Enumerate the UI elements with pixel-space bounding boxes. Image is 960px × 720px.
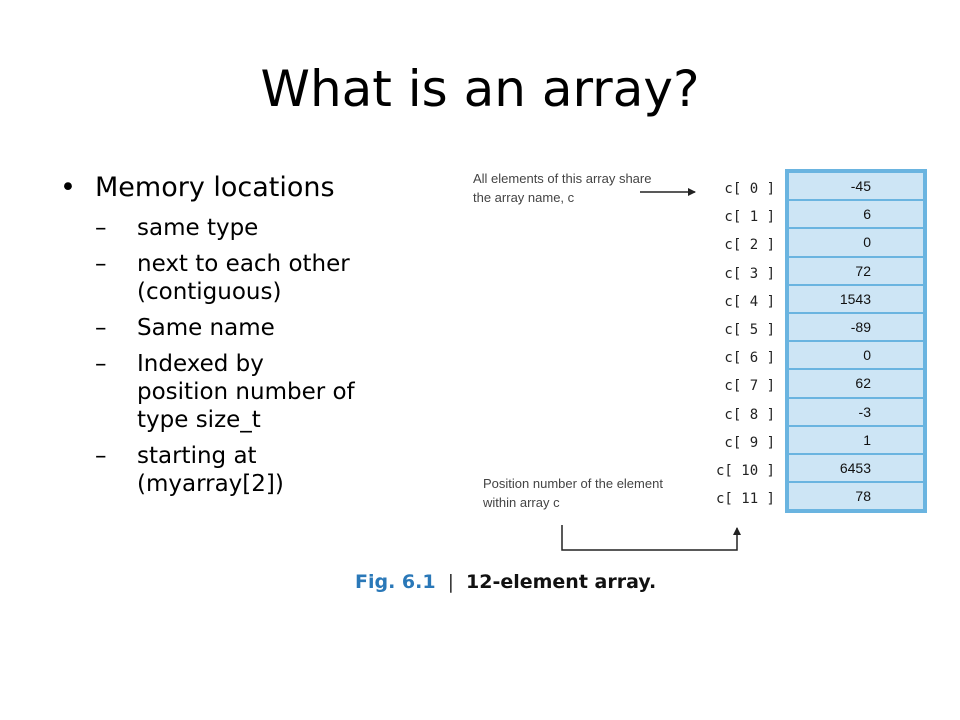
caption-text: 12-element array. [466,571,657,593]
array-cell: 78 [789,483,923,510]
array-index-label: c[ 0 ] [724,181,775,197]
index-labels: c[ 0 ] c[ 1 ] c[ 2 ] c[ 3 ] c[ 4 ] c[ 5 ] c[ 6… [685,175,775,513]
slide-title: What is an array? [260,60,700,118]
sub-bullet-item: starting at (myarray[2]) [95,442,360,498]
array-index-label: c[ 5 ] [724,321,775,338]
array-index-label: c[ 9 ] [724,434,775,451]
caption-separator: | [447,571,454,593]
annotation-arrows [561,188,741,551]
array-cell: 0 [789,229,923,256]
figure-caption: Fig. 6.1 | 12-element array. [355,571,656,593]
array-index-label: c[ 11 ] [715,491,775,508]
array-index-label: c[ 3 ] [724,265,775,282]
array-cell: -3 [789,398,923,425]
array-cell: 1 [789,426,923,453]
array-cell: -89 [789,313,923,341]
array-index-label: c[ 2 ] [724,237,775,254]
array-index-label: c[ 6 ] [724,350,775,367]
bullet-text: Memory locations [95,172,335,203]
array-cell: 62 [789,370,923,397]
bullet-item: Memory locations same type next to each … [60,172,360,498]
figure-number: Fig. 6.1 [355,571,436,593]
array-cell: 6453 [789,454,923,482]
array-index-label: c[ 8 ] [724,406,775,423]
array-name-note: All elements of this array share the arr… [473,171,652,205]
array-index-label: c[ 7 ] [724,378,775,395]
array-cell: 1543 [789,285,923,312]
array-cell: 72 [789,257,923,284]
array-index-label: c[ 1 ] [724,209,775,226]
array-cell: -45 [789,173,923,200]
array-index-label: c[ 4 ] [724,293,775,310]
sub-bullet-list: same type next to each other (contiguous… [95,214,360,498]
array-index-label: c[ 10 ] [715,462,775,479]
bullet-list: Memory locations same type next to each … [60,172,360,506]
position-number-note: Position number of the element within ar… [483,476,663,510]
array-cell: 0 [789,342,923,369]
array-cell: 6 [789,201,923,228]
sub-bullet-item: Indexed by position number of type size_… [95,350,360,434]
position-number-arrow [561,525,741,551]
sub-bullet-item: same type [95,214,360,242]
array-figure: All elements of this array share the arr… [355,160,935,610]
sub-bullet-item: Same name [95,314,360,342]
sub-bullet-item: next to each other (contiguous) [95,250,360,306]
